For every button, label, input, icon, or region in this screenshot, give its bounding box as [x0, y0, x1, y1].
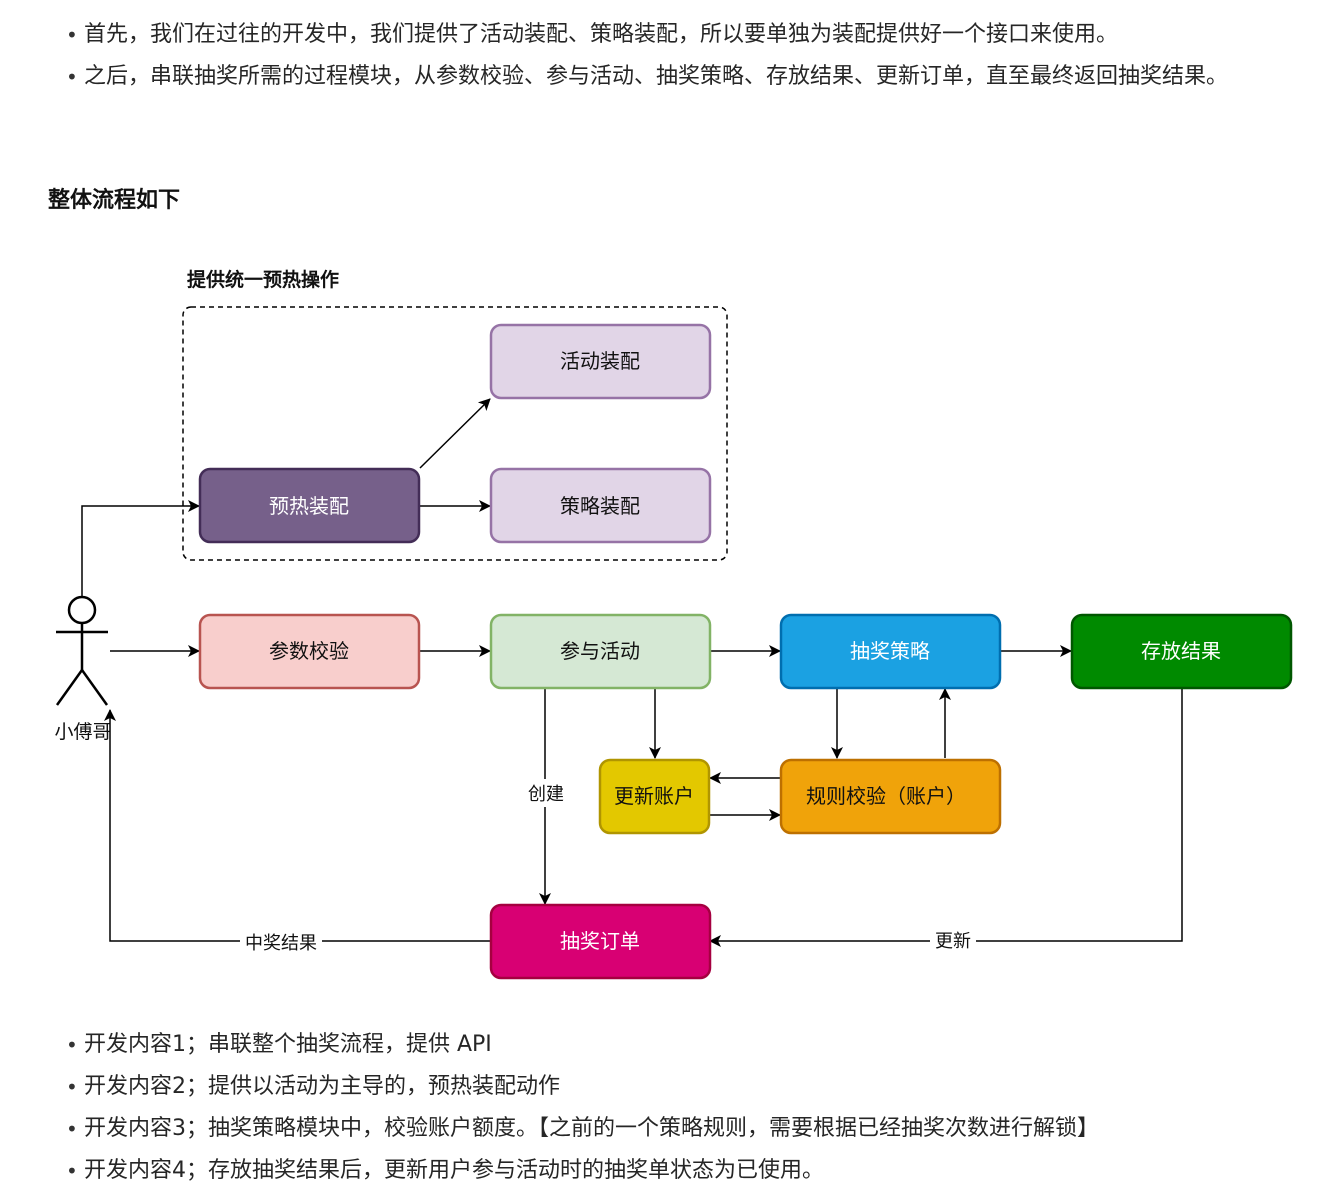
bottom-item: 开发内容1；串联整个抽奖流程，提供 API [66, 1024, 1306, 1066]
node-rule-check-label: 规则校验（账户） [806, 784, 966, 808]
node-update-account: 更新账户 [598, 758, 711, 835]
node-strategy-armory-label: 策略装配 [560, 494, 640, 518]
node-warmup-label: 预热装配 [269, 494, 349, 518]
intro-item: 首先，我们在过往的开发中，我们提供了活动装配、策略装配，所以要单独为装配提供好一… [66, 14, 1306, 56]
bottom-list: 开发内容1；串联整个抽奖流程，提供 API 开发内容2；提供以活动为主导的，预热… [66, 1024, 1306, 1192]
flow-diagram: 提供统一预热操作 小傅哥 创建 中奖结果 更新 预热装配 [54, 268, 1293, 980]
node-raffle-order: 抽奖订单 [489, 903, 712, 980]
edge-label-win-result: 中奖结果 [245, 933, 317, 954]
bottom-item: 开发内容4；存放抽奖结果后，更新用户参与活动时的抽奖单状态为已使用。 [66, 1150, 1306, 1192]
node-raffle-strategy-label: 抽奖策略 [850, 639, 930, 663]
node-strategy-armory: 策略装配 [489, 467, 712, 544]
node-join-activity-label: 参与活动 [560, 639, 640, 663]
node-raffle-strategy: 抽奖策略 [779, 613, 1002, 690]
intro-item: 之后，串联抽奖所需的过程模块，从参数校验、参与活动、抽奖策略、存放结果、更新订单… [66, 56, 1306, 98]
node-store-result: 存放结果 [1070, 613, 1293, 690]
intro-list: 首先，我们在过往的开发中，我们提供了活动装配、策略装配，所以要单独为装配提供好一… [66, 14, 1306, 98]
edge-actor-warmup [81, 500, 200, 596]
edge-order-actor [104, 709, 490, 942]
actor-label: 小傅哥 [54, 721, 111, 743]
edge-label-create: 创建 [528, 784, 564, 805]
node-param-check-label: 参数校验 [269, 639, 349, 663]
edge-warmup-activity [419, 398, 491, 469]
bottom-item: 开发内容3；抽奖策略模块中，校验账户额度。【之前的一个策略规则，需要根据已经抽奖… [66, 1108, 1306, 1150]
node-warmup: 预热装配 [198, 467, 421, 544]
edge-store-order [709, 688, 1183, 947]
node-raffle-order-label: 抽奖订单 [560, 929, 640, 953]
node-store-result-label: 存放结果 [1141, 639, 1221, 663]
node-rule-check: 规则校验（账户） [779, 758, 1002, 835]
actor-icon [55, 595, 109, 706]
section-heading: 整体流程如下 [48, 188, 181, 213]
node-join-activity: 参与活动 [489, 613, 712, 690]
node-update-account-label: 更新账户 [614, 784, 694, 808]
warmup-group-box [182, 306, 728, 561]
group-label: 提供统一预热操作 [187, 268, 339, 291]
node-activity-armory-label: 活动装配 [560, 349, 640, 373]
node-activity-armory: 活动装配 [489, 323, 712, 400]
edge-label-update: 更新 [935, 931, 971, 952]
bottom-item: 开发内容2；提供以活动为主导的，预热装配动作 [66, 1066, 1306, 1108]
node-param-check: 参数校验 [198, 613, 421, 690]
